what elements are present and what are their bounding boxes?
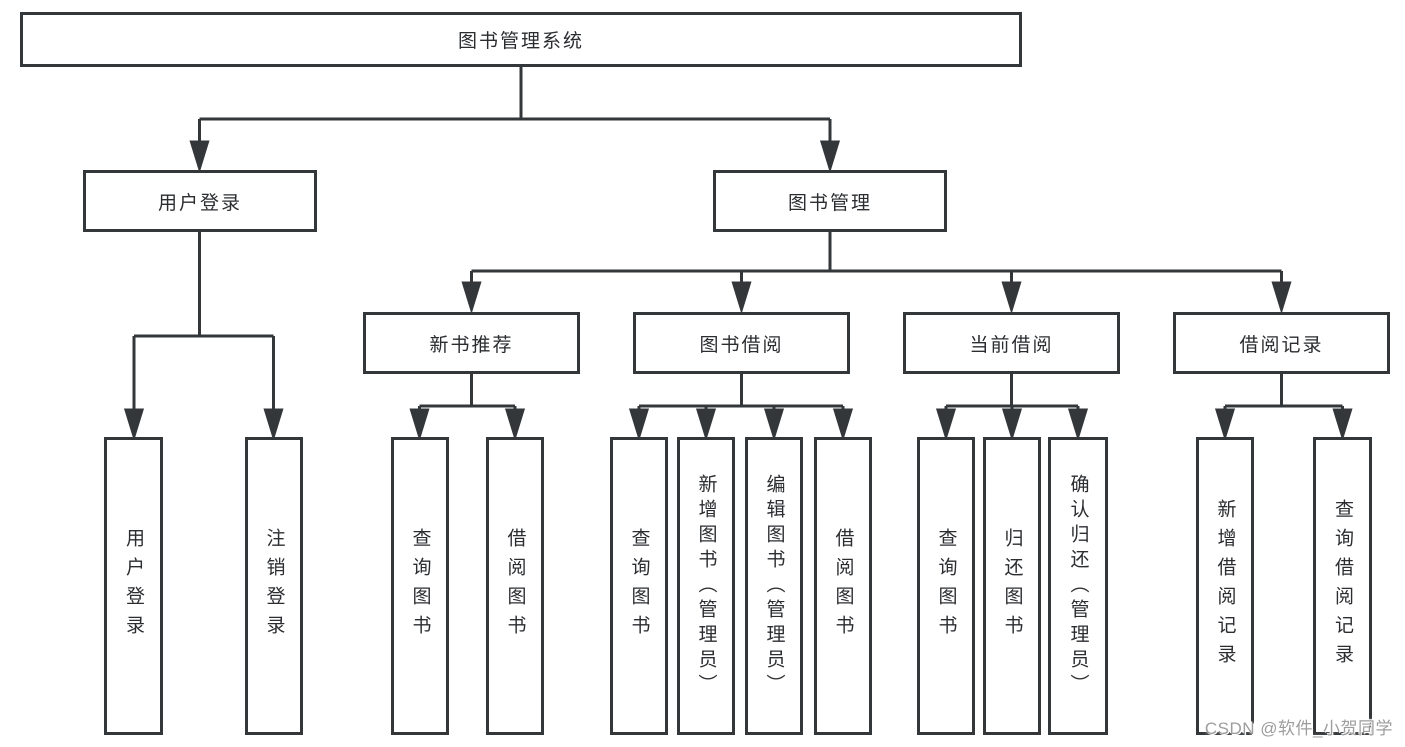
- node-leaf-add-book-admin-label: 新增图书（管理员）: [695, 473, 717, 699]
- node-current-borrow-label: 当前借阅: [969, 334, 1054, 356]
- node-leaf-logout-label: 注销登录: [263, 528, 285, 644]
- arrowhead-icon: [935, 408, 957, 442]
- node-leaf-add-borrow-record: 新增借阅记录: [1196, 437, 1254, 735]
- arrowhead-icon: [1067, 408, 1089, 442]
- node-leaf-logout: 注销登录: [245, 437, 303, 735]
- node-root: 图书管理系统: [20, 12, 1022, 67]
- node-root-label: 图书管理系统: [457, 31, 584, 52]
- arrowhead-icon: [409, 408, 430, 442]
- node-user-login: 用户登录: [83, 170, 317, 232]
- node-leaf-query-books-3: 查询图书: [917, 437, 975, 735]
- node-leaf-confirm-return-admin: 确认归还（管理员）: [1048, 437, 1108, 735]
- arrowhead-icon: [1214, 408, 1236, 442]
- arrowhead-icon: [1001, 408, 1023, 442]
- node-leaf-borrow-books-1: 借阅图书: [486, 437, 544, 735]
- arrowhead-icon: [1271, 281, 1292, 315]
- edge-borrow-record-to-children: [1214, 374, 1353, 442]
- node-leaf-query-borrow-record: 查询借阅记录: [1313, 437, 1372, 735]
- edge-current-borrow-to-children: [935, 374, 1089, 442]
- arrowhead-icon: [123, 408, 145, 442]
- node-leaf-query-books-3-label: 查询图书: [935, 528, 957, 644]
- node-borrow-record-label: 借阅记录: [1239, 334, 1324, 356]
- node-leaf-borrow-books-2-label: 借阅图书: [832, 528, 854, 644]
- node-new-book-rec-label: 新书推荐: [429, 334, 514, 356]
- edge-book-borrow-to-children: [628, 374, 854, 442]
- arrowhead-icon: [189, 140, 210, 174]
- arrowhead-icon: [731, 281, 752, 315]
- node-book-mgmt-label: 图书管理: [787, 192, 872, 214]
- node-book-borrow-label: 图书借阅: [699, 334, 784, 356]
- watermark: CSDN @软件_小贺同学: [1204, 719, 1393, 738]
- arrowhead-icon: [1001, 281, 1022, 315]
- node-leaf-edit-book-admin: 编辑图书（管理员）: [745, 437, 803, 735]
- node-leaf-borrow-books-2: 借阅图书: [814, 437, 872, 735]
- arrowhead-icon: [819, 140, 841, 174]
- edge-root-to-level2: [189, 67, 841, 174]
- node-leaf-add-book-admin: 新增图书（管理员）: [677, 437, 735, 735]
- node-new-book-rec: 新书推荐: [363, 312, 580, 374]
- node-leaf-query-books-2: 查询图书: [610, 437, 668, 735]
- node-leaf-query-books-2-label: 查询图书: [628, 528, 650, 644]
- node-leaf-confirm-return-admin-label: 确认归还（管理员）: [1067, 473, 1089, 699]
- node-leaf-edit-book-admin-label: 编辑图书（管理员）: [763, 473, 785, 699]
- arrowhead-icon: [695, 408, 717, 442]
- edge-new-book-rec-to-children: [409, 374, 526, 442]
- node-leaf-return-book: 归还图书: [983, 437, 1041, 735]
- edge-user-login-to-children: [123, 232, 284, 442]
- node-book-mgmt: 图书管理: [713, 170, 947, 232]
- node-user-login-label: 用户登录: [157, 192, 242, 214]
- arrowhead-icon: [832, 408, 854, 442]
- node-book-borrow: 图书借阅: [633, 312, 850, 374]
- arrowhead-icon: [461, 281, 482, 315]
- node-leaf-borrow-books-1-label: 借阅图书: [504, 528, 526, 644]
- node-leaf-user-login: 用户登录: [104, 437, 163, 735]
- node-leaf-query-books-1: 查询图书: [391, 437, 449, 735]
- arrowhead-icon: [504, 408, 526, 442]
- node-leaf-user-login-label: 用户登录: [123, 528, 144, 644]
- arrowhead-icon: [763, 408, 785, 442]
- arrowhead-icon: [1332, 408, 1353, 442]
- node-borrow-record: 借阅记录: [1173, 312, 1390, 374]
- node-leaf-query-books-1-label: 查询图书: [409, 528, 431, 644]
- arrowhead-icon: [263, 408, 284, 442]
- node-leaf-return-book-label: 归还图书: [1001, 528, 1023, 644]
- edge-book-mgmt-to-level3: [461, 232, 1292, 315]
- node-leaf-query-borrow-record-label: 查询借阅记录: [1332, 499, 1353, 673]
- node-current-borrow: 当前借阅: [903, 312, 1120, 374]
- arrowhead-icon: [628, 408, 650, 442]
- node-leaf-add-borrow-record-label: 新增借阅记录: [1214, 499, 1236, 673]
